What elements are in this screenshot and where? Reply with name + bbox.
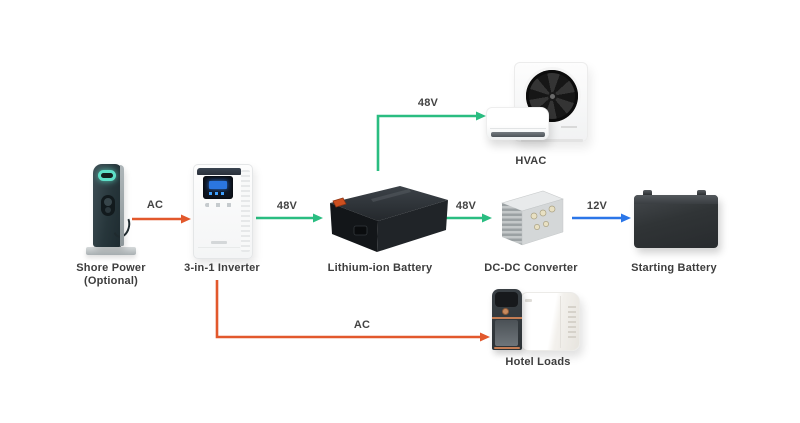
dispenser-bay — [495, 320, 518, 346]
inverter-display-leds — [209, 192, 226, 195]
battery-port — [353, 225, 368, 236]
water-dispenser — [492, 289, 522, 350]
edge-label-shore-ac: AC — [146, 199, 164, 211]
label-hvac: HVAC — [515, 155, 547, 167]
shore-power-glow-ring — [98, 170, 116, 181]
edge-label-inverter-48v: 48V — [276, 200, 298, 212]
shore-power-socket — [101, 195, 115, 216]
lithium-battery-device — [330, 186, 448, 252]
hvac-indoor-seam — [490, 128, 546, 129]
hvac-device — [486, 60, 592, 148]
edge-battery-to-dcdc-arrowhead — [482, 213, 492, 223]
dcdc-terminal — [539, 209, 547, 217]
hvac-outdoor-unit — [514, 62, 588, 142]
edge-label-hotel-ac: AC — [353, 319, 371, 331]
inverter-vent-grille — [241, 170, 250, 252]
battery-right-face — [377, 200, 448, 252]
label-inverter: 3-in-1 Inverter — [184, 262, 260, 274]
mini-fridge — [521, 292, 580, 351]
label-shore-power: Shore Power (Optional) — [76, 262, 145, 288]
edge-shore-to-inverter-arrowhead — [181, 214, 191, 224]
edge-inverter-to-battery-arrowhead — [313, 213, 323, 223]
fridge-side-vents — [568, 306, 576, 338]
shore-power-body — [93, 164, 133, 247]
edge-battery-to-hvac-arrowhead — [476, 111, 486, 121]
shore-power-device — [86, 164, 136, 256]
dispenser-knob — [502, 308, 509, 315]
starting-battery-lid — [634, 195, 718, 204]
edge-inverter-to-hotel-loads-line — [215, 280, 482, 339]
shore-power-side-edge — [120, 165, 124, 246]
inverter-display-screen — [203, 176, 233, 199]
hvac-outdoor-base — [521, 139, 583, 142]
dispenser-base — [494, 347, 520, 349]
hvac-indoor-unit — [486, 107, 549, 140]
edge-label-dcdc-48v: 48V — [455, 200, 477, 212]
dcdc-terminal — [534, 224, 540, 230]
hotel-loads-devices — [488, 283, 592, 355]
shore-power-base — [86, 247, 136, 255]
inverter-seam — [198, 247, 240, 248]
hvac-brand-mark — [561, 126, 577, 128]
dcdc-finned-face — [502, 203, 522, 245]
battery-brand-streak — [371, 189, 411, 202]
dcdc-terminal — [548, 205, 556, 213]
fridge-handle — [525, 299, 532, 302]
dcdc-terminal — [530, 212, 538, 220]
dcdc-terminal — [543, 221, 549, 227]
label-battery: Lithium-ion Battery — [327, 262, 433, 274]
edge-label-hvac-48v: 48V — [417, 97, 439, 109]
edge-inverter-to-hotel-loads-arrowhead — [480, 332, 490, 342]
inverter-buttons — [205, 203, 232, 207]
dispenser-copper-band — [492, 317, 522, 319]
battery-connector — [332, 197, 347, 208]
inverter-top-panel — [197, 168, 241, 175]
inverter-device — [193, 164, 253, 259]
starting-battery-device — [634, 190, 718, 248]
inverter-display-digits — [209, 181, 227, 189]
hvac-fan-hub — [548, 92, 557, 101]
edge-label-12v: 12V — [586, 200, 608, 212]
dcdc-converter-device — [501, 190, 564, 246]
edge-battery-to-hvac-line — [376, 114, 478, 171]
label-starting-battery: Starting Battery — [631, 262, 717, 274]
edge-dcdc-to-starting-battery-arrowhead — [621, 213, 631, 223]
starting-battery-terminal — [697, 190, 706, 196]
label-dcdc: DC-DC Converter — [484, 262, 578, 274]
fridge-door-seam — [560, 296, 561, 348]
label-shore-power-line2: (Optional) — [84, 275, 138, 287]
starting-battery-terminal — [643, 190, 652, 196]
hvac-indoor-vent — [491, 132, 545, 137]
inverter-logo-mark — [211, 241, 227, 244]
label-hotel-loads: Hotel Loads — [505, 356, 571, 368]
label-shore-power-line1: Shore Power — [76, 262, 146, 274]
battery-top-face — [330, 186, 448, 221]
dispenser-screen — [495, 292, 518, 307]
